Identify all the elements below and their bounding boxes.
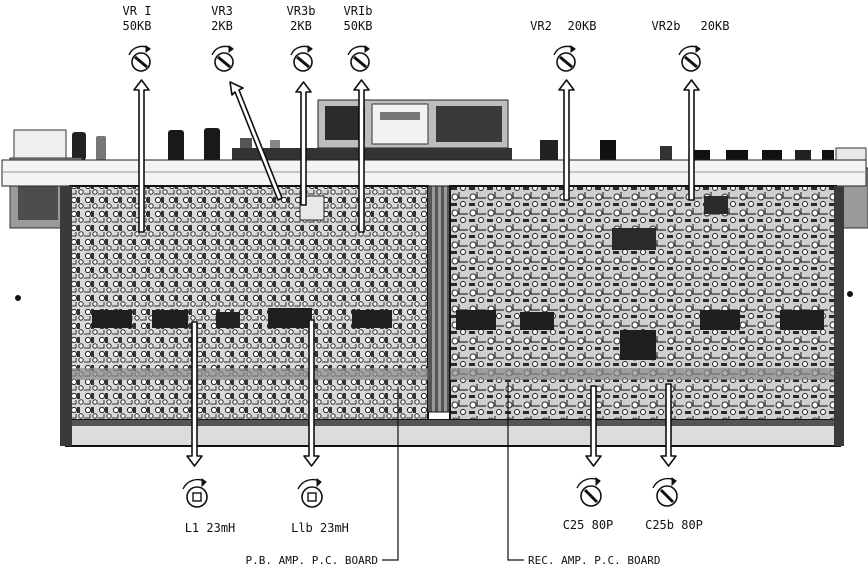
l1b-label: Llb 23mH (291, 521, 349, 535)
bottom-adjust-icons (182, 477, 678, 508)
rec-board-label: REC. AMP. P.C. BOARD (528, 554, 660, 567)
vr1b-value: 50KB (344, 19, 373, 33)
vr2-arrow (558, 79, 575, 201)
vr1b-arrow (353, 79, 370, 233)
vr3b-name: VR3b (287, 4, 316, 18)
vr2b-name: VR2b (652, 19, 681, 33)
bottom-labels: L1 23mH Llb 23mH C25 80P C25b 80P (185, 518, 703, 535)
vr1b-name: VRIb (344, 4, 373, 18)
vr2-name: VR2 (530, 19, 552, 33)
vr1b-trimmer-icon (347, 45, 370, 72)
vr3-value: 2KB (211, 19, 233, 33)
top-trimmer-icons (128, 45, 701, 72)
l1-coil-icon (182, 478, 208, 508)
vr2-value: 20KB (568, 19, 597, 33)
c25b-trimmer-icon (652, 477, 678, 507)
vr3b-trimmer-icon (290, 45, 313, 72)
l1b-arrow (303, 319, 320, 467)
vr2b-trimmer-icon (678, 45, 701, 72)
vr2b-arrow (683, 79, 700, 201)
vr1-arrow (133, 79, 150, 233)
board-labels: P.B. AMP. P.C. BOARD REC. AMP. P.C. BOAR… (246, 554, 661, 567)
bottom-pointer-arrows (186, 319, 677, 467)
l1-arrow (186, 321, 203, 467)
pb-board-leader (382, 388, 399, 561)
l1-label: L1 23mH (185, 521, 236, 535)
vr3-arrow (229, 81, 283, 201)
vr3b-arrow (295, 81, 312, 206)
vr1-name: VR I (123, 4, 152, 18)
chassis-photo (1, 99, 868, 447)
l1b-coil-icon (297, 478, 323, 508)
c25-arrow (585, 385, 602, 467)
c25-label: C25 80P (563, 518, 614, 532)
top-labels: VR I 50KB VR3 2KB VR3b 2KB VRIb 50KB VR2… (123, 4, 730, 33)
c25b-label: C25b 80P (645, 518, 703, 532)
vr3b-value: 2KB (290, 19, 312, 33)
top-pointer-arrows (133, 79, 700, 233)
vr3-trimmer-icon (211, 45, 234, 72)
board-leaders (382, 382, 524, 561)
vr3-name: VR3 (211, 4, 233, 18)
vr1-trimmer-icon (128, 45, 151, 72)
c25-trimmer-icon (576, 477, 602, 507)
c25b-arrow (660, 383, 677, 467)
vr2-trimmer-icon (553, 45, 576, 72)
board-components (70, 195, 836, 380)
vr2b-value: 20KB (701, 19, 730, 33)
vr1-value: 50KB (123, 19, 152, 33)
rec-board-leader (507, 382, 524, 561)
pb-board-label: P.B. AMP. P.C. BOARD (246, 554, 378, 567)
